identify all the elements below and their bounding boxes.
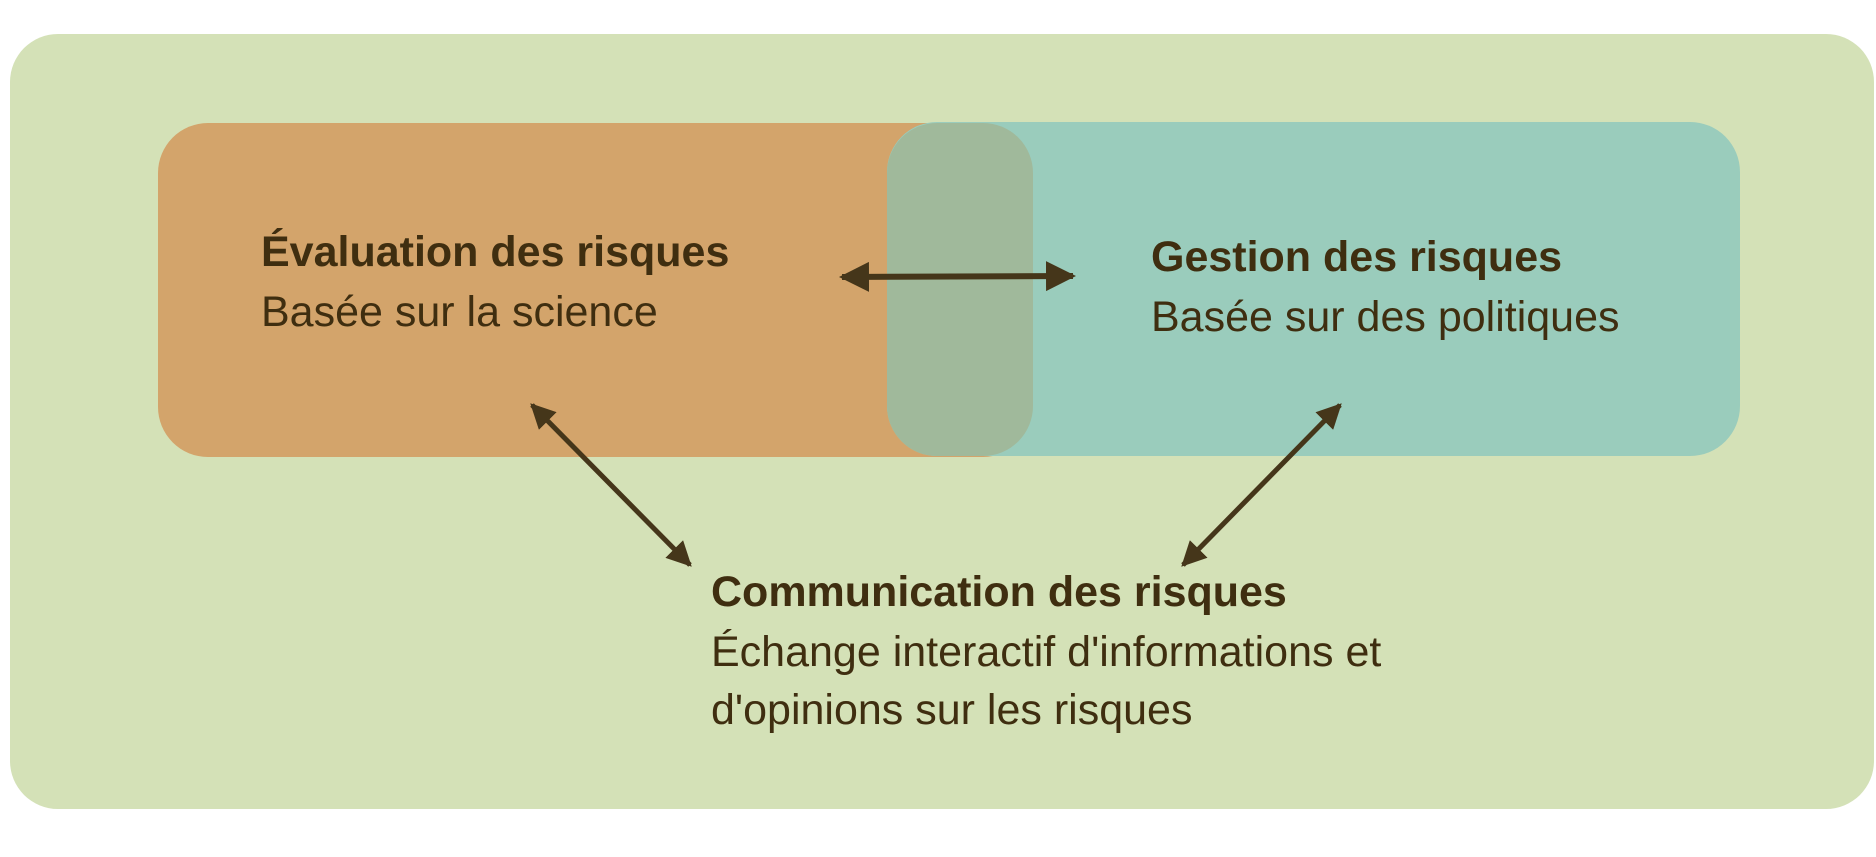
management-subtitle: Basée sur des politiques bbox=[1151, 293, 1620, 341]
assessment-title: Évaluation des risques bbox=[261, 228, 730, 276]
management-title: Gestion des risques bbox=[1151, 233, 1563, 281]
overlap-region bbox=[887, 123, 1033, 456]
communication-line-2: d'opinions sur les risques bbox=[711, 686, 1193, 734]
left-diagonal-double-arrow bbox=[530, 403, 692, 567]
risk-assessment-box bbox=[158, 123, 1033, 457]
communication-title: Communication des risques bbox=[711, 568, 1287, 616]
risk-management-box bbox=[887, 122, 1740, 456]
horizontal-double-arrow bbox=[839, 261, 1076, 292]
assessment-subtitle: Basée sur la science bbox=[261, 288, 658, 336]
communication-line-1: Échange interactif d'informations et bbox=[711, 628, 1382, 676]
right-diagonal-double-arrow bbox=[1181, 403, 1342, 567]
